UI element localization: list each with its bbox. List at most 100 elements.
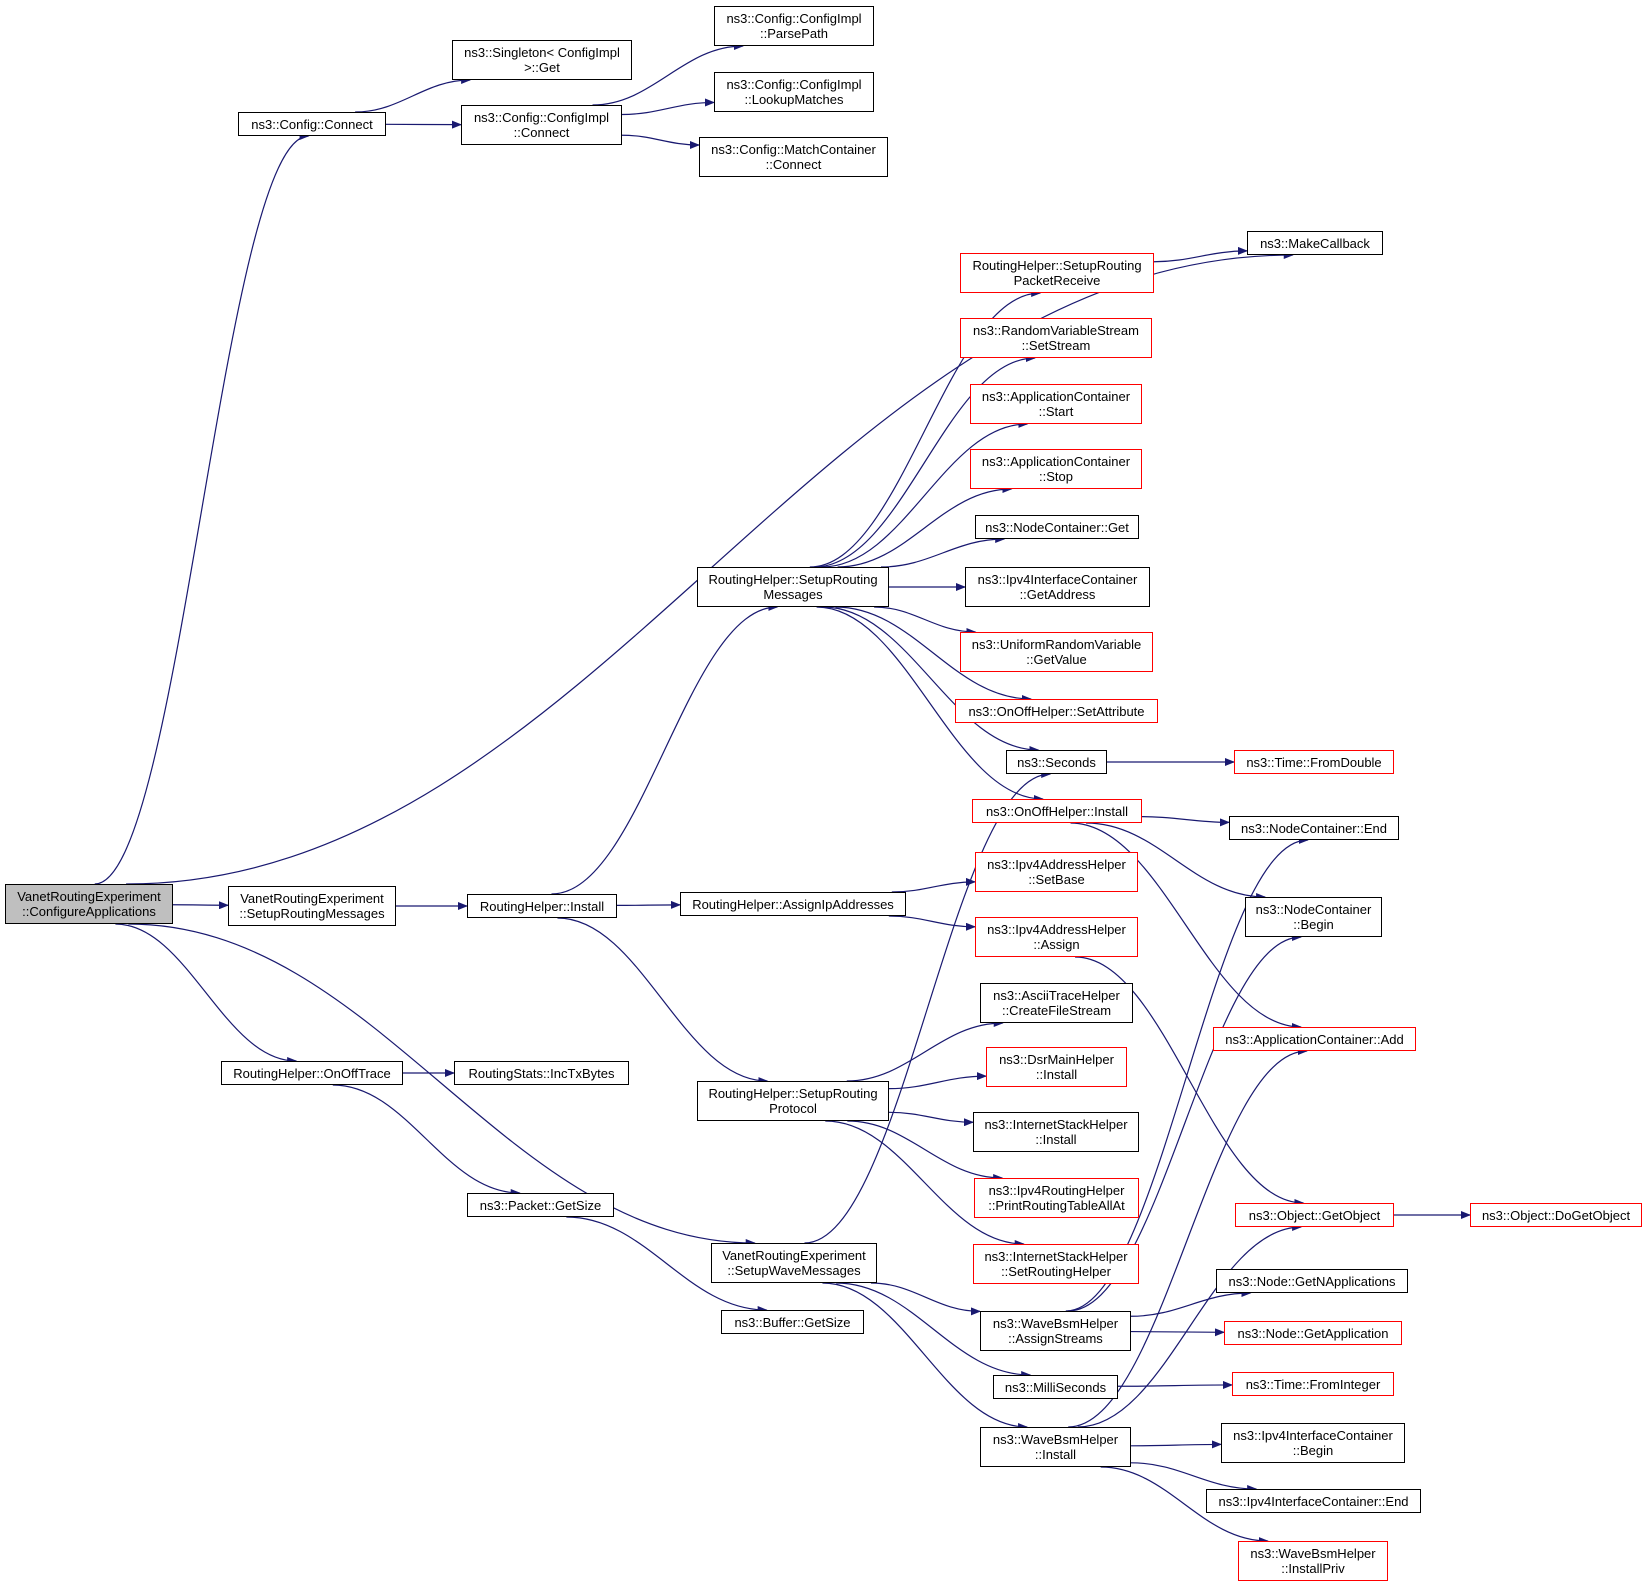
node-cfgimpl-connect[interactable]: ns3::Config::ConfigImpl ::Connect [461,105,622,145]
node-nc-end[interactable]: ns3::NodeContainer::End [1229,816,1399,840]
node-ipv4ah-assign[interactable]: ns3::Ipv4AddressHelper ::Assign [975,917,1138,957]
node-label: ns3::WaveBsmHelper ::InstallPriv [1250,1546,1376,1576]
node-node-getapp[interactable]: ns3::Node::GetApplication [1224,1321,1402,1345]
node-label: RoutingHelper::SetupRouting Protocol [708,1086,878,1116]
node-seconds[interactable]: ns3::Seconds [1006,750,1107,774]
node-onoff-setattr[interactable]: ns3::OnOffHelper::SetAttribute [955,699,1158,723]
node-milliseconds[interactable]: ns3::MilliSeconds [993,1375,1118,1399]
node-make-callback[interactable]: ns3::MakeCallback [1247,231,1383,255]
node-nc-get[interactable]: ns3::NodeContainer::Get [975,515,1139,539]
node-time-fromdouble[interactable]: ns3::Time::FromDouble [1234,750,1394,774]
edge-vre-setup-wave-to-wbh-install [822,1282,1029,1431]
edge-rh-setup-msgs-to-onoff-setattr [835,606,1032,703]
edge-rh-setup-msgs-to-onoff-install [816,606,1044,803]
edge-wbh-install-to-ac-add [1068,1047,1308,1428]
node-nc-begin[interactable]: ns3::NodeContainer ::Begin [1245,897,1382,937]
edge-rh-setup-msgs-to-ac-start [821,420,1029,568]
edge-milliseconds-to-time-frominteger [1117,1380,1233,1389]
edge-onoff-install-to-ac-add [1070,822,1302,1031]
edge-vre-setup-wave-to-wbh-assign [870,1282,981,1316]
edge-wbh-assign-to-nc-begin [1067,933,1303,1312]
node-label: ns3::OnOffHelper::SetAttribute [968,703,1145,719]
node-root[interactable]: VanetRoutingExperiment ::ConfigureApplic… [5,884,173,924]
edge-rh-assign-ip-to-ipv4ah-assign [888,915,976,931]
node-label: VanetRoutingExperiment ::ConfigureApplic… [17,889,161,919]
edge-rh-setup-msgs-to-seconds [823,606,1040,754]
node-cfgimpl-lookup[interactable]: ns3::Config::ConfigImpl ::LookupMatches [714,72,874,112]
node-ipv4rh-print[interactable]: ns3::Ipv4RoutingHelper ::PrintRoutingTab… [974,1178,1139,1218]
edge-packet-getsize-to-buffer-getsize [566,1216,768,1314]
node-obj-dogetobject[interactable]: ns3::Object::DoGetObject [1470,1203,1642,1227]
node-label: ns3::WaveBsmHelper ::Install [992,1432,1119,1462]
node-cfg-connect[interactable]: ns3::Config::Connect [238,112,386,136]
node-rvs-setstream[interactable]: ns3::RandomVariableStream ::SetStream [960,318,1152,358]
node-label: RoutingHelper::SetupRouting Messages [708,572,878,602]
node-ish-install[interactable]: ns3::InternetStackHelper ::Install [973,1112,1139,1152]
node-label: ns3::Node::GetNApplications [1228,1273,1396,1289]
edge-vre-setup-wave-to-milliseconds [836,1282,1032,1379]
node-match-connect[interactable]: ns3::Config::MatchContainer ::Connect [699,137,888,177]
node-node-getnapps[interactable]: ns3::Node::GetNApplications [1216,1269,1408,1293]
node-label: ns3::Singleton< ConfigImpl >::Get [464,45,620,75]
edge-cfgimpl-connect-to-match-connect [621,134,700,149]
node-rh-setup-msgs[interactable]: RoutingHelper::SetupRouting Messages [697,567,889,607]
edge-wbh-assign-to-node-getapp [1130,1328,1225,1337]
node-rh-onofftrace[interactable]: RoutingHelper::OnOffTrace [221,1061,403,1085]
edge-wbh-install-to-ipv4ic-end [1130,1462,1258,1493]
node-rh-install[interactable]: RoutingHelper::Install [467,894,617,918]
node-dsr-install[interactable]: ns3::DsrMainHelper ::Install [986,1047,1127,1087]
node-rs-inctx[interactable]: RoutingStats::IncTxBytes [454,1061,629,1085]
node-wbh-installpriv[interactable]: ns3::WaveBsmHelper ::InstallPriv [1238,1541,1388,1581]
node-label: RoutingHelper::Install [479,898,605,914]
node-label: ns3::RandomVariableStream ::SetStream [973,323,1139,353]
node-ac-start[interactable]: ns3::ApplicationContainer ::Start [970,384,1142,424]
node-vre-setup-routing-msgs[interactable]: VanetRoutingExperiment ::SetupRoutingMes… [228,886,396,926]
node-wbh-install[interactable]: ns3::WaveBsmHelper ::Install [980,1427,1131,1467]
node-time-frominteger[interactable]: ns3::Time::FromInteger [1232,1372,1394,1396]
edge-rh-setup-msgs-to-rh-packet-receive [809,289,1042,568]
node-cfgimpl-parse[interactable]: ns3::Config::ConfigImpl ::ParsePath [714,6,874,46]
node-buffer-getsize[interactable]: ns3::Buffer::GetSize [721,1310,864,1334]
node-ac-add[interactable]: ns3::ApplicationContainer::Add [1213,1027,1416,1051]
node-rh-assign-ip[interactable]: RoutingHelper::AssignIpAddresses [680,892,906,916]
node-packet-getsize[interactable]: ns3::Packet::GetSize [467,1193,614,1217]
node-label: ns3::Node::GetApplication [1237,1325,1389,1341]
node-ipv4ic-getaddr[interactable]: ns3::Ipv4InterfaceContainer ::GetAddress [965,567,1150,607]
node-onoff-install[interactable]: ns3::OnOffHelper::Install [972,799,1142,823]
node-label: ns3::Time::FromDouble [1246,754,1382,770]
node-vre-setup-wave[interactable]: VanetRoutingExperiment ::SetupWaveMessag… [711,1243,877,1283]
node-rh-setup-proto[interactable]: RoutingHelper::SetupRouting Protocol [697,1081,889,1121]
node-obj-getobject[interactable]: ns3::Object::GetObject [1235,1203,1394,1227]
node-label: ns3::Buffer::GetSize [734,1314,851,1330]
node-ish-setrouting[interactable]: ns3::InternetStackHelper ::SetRoutingHel… [973,1244,1139,1284]
node-urv-getvalue[interactable]: ns3::UniformRandomVariable ::GetValue [960,632,1153,672]
edge-root-to-cfg-connect [94,132,310,885]
node-label: RoutingHelper::SetupRouting PacketReceiv… [972,258,1142,288]
edge-rh-assign-ip-to-ipv4ah-setbase [891,877,976,893]
node-label: ns3::NodeContainer::End [1241,820,1387,836]
node-ipv4ic-end[interactable]: ns3::Ipv4InterfaceContainer::End [1206,1489,1421,1513]
node-label: ns3::InternetStackHelper ::Install [984,1117,1128,1147]
node-label: ns3::WaveBsmHelper ::AssignStreams [992,1316,1119,1346]
node-wbh-assign[interactable]: ns3::WaveBsmHelper ::AssignStreams [980,1311,1131,1351]
node-ipv4ah-setbase[interactable]: ns3::Ipv4AddressHelper ::SetBase [975,852,1138,892]
edge-rh-setup-proto-to-ipv4rh-print [847,1120,1004,1182]
node-ipv4ic-begin[interactable]: ns3::Ipv4InterfaceContainer ::Begin [1221,1423,1405,1463]
node-ascii-create[interactable]: ns3::AsciiTraceHelper ::CreateFileStream [980,983,1133,1023]
node-ac-stop[interactable]: ns3::ApplicationContainer ::Stop [970,449,1142,489]
node-label: ns3::Packet::GetSize [479,1197,602,1213]
node-label: ns3::Config::Connect [251,116,373,132]
node-label: ns3::InternetStackHelper ::SetRoutingHel… [984,1249,1128,1279]
edge-wbh-assign-to-node-getnapps [1130,1289,1252,1317]
node-label: ns3::Ipv4AddressHelper ::Assign [987,922,1126,952]
edge-rh-onofftrace-to-packet-getsize [332,1084,521,1197]
node-label: ns3::NodeContainer::Get [985,519,1129,535]
node-label: ns3::Ipv4InterfaceContainer::End [1218,1493,1409,1509]
node-label: ns3::DsrMainHelper ::Install [999,1052,1114,1082]
node-singleton-get[interactable]: ns3::Singleton< ConfigImpl >::Get [452,40,632,80]
node-label: ns3::MakeCallback [1260,235,1370,251]
edge-rh-install-to-rh-setup-msgs [551,603,779,895]
node-rh-packet-receive[interactable]: RoutingHelper::SetupRouting PacketReceiv… [960,253,1154,293]
edge-cfgimpl-connect-to-cfgimpl-parse [592,42,744,106]
